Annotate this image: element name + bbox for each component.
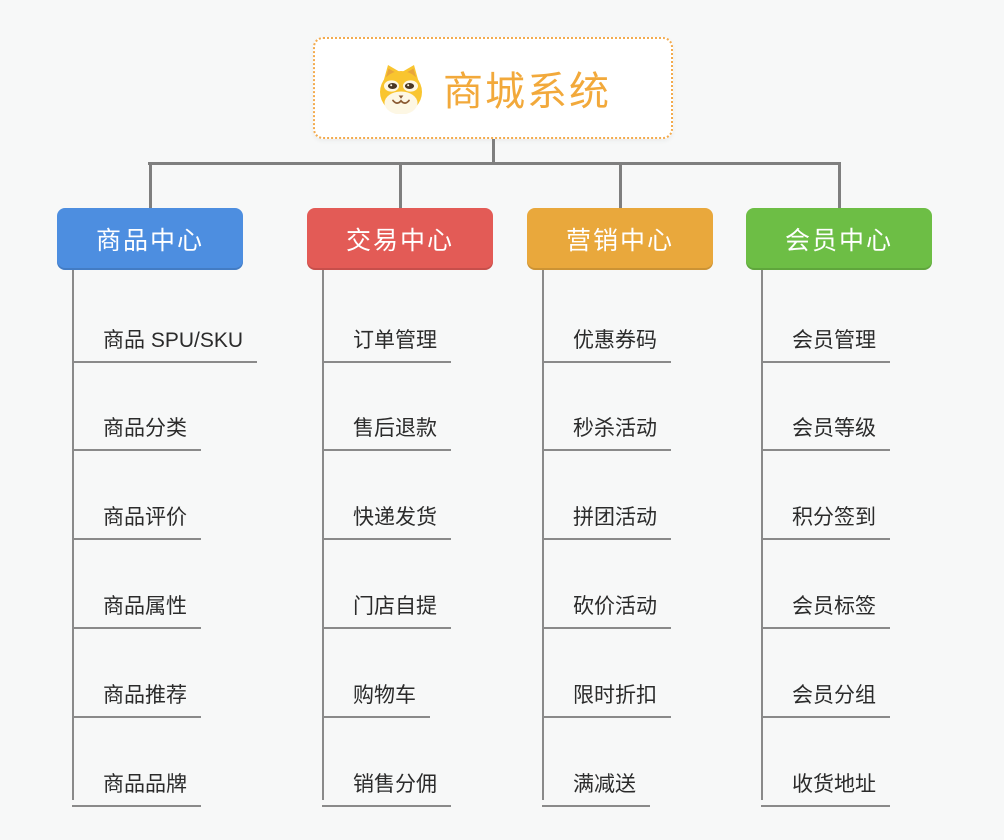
doge-icon: [380, 65, 422, 114]
subtopic[interactable]: 会员分组: [761, 671, 890, 718]
branch-topic-3[interactable]: 会员中心: [746, 208, 932, 270]
subtopic-label: 积分签到: [792, 506, 876, 529]
subtopic[interactable]: 会员等级: [761, 404, 890, 451]
branch-topic-0[interactable]: 商品中心: [57, 208, 243, 270]
subtopic-label: 限时折扣: [573, 684, 657, 707]
subtopic[interactable]: 商品推荐: [72, 671, 201, 718]
subtopic[interactable]: 拼团活动: [542, 493, 671, 540]
subtopic[interactable]: 购物车: [322, 671, 430, 718]
subtopic[interactable]: 快递发货: [322, 493, 451, 540]
branch-topic-2[interactable]: 营销中心: [527, 208, 713, 270]
subtopic[interactable]: 会员标签: [761, 582, 890, 629]
connector-line: [618, 162, 622, 208]
root-topic[interactable]: 商城系统: [313, 37, 673, 139]
subtopic-label: 售后退款: [353, 417, 437, 440]
subtopic[interactable]: 商品分类: [72, 404, 201, 451]
subtopic[interactable]: 优惠券码: [542, 316, 671, 363]
connector-line: [492, 139, 495, 165]
subtopic[interactable]: 满减送: [542, 760, 650, 807]
subtopic[interactable]: 订单管理: [322, 316, 451, 363]
subtopic[interactable]: 商品 SPU/SKU: [72, 316, 258, 363]
subtopic[interactable]: 砍价活动: [542, 582, 671, 629]
subtopic-label: 会员管理: [792, 329, 876, 352]
branch-label: 商品中心: [95, 227, 204, 255]
subtopic-label: 会员标签: [792, 595, 876, 618]
subtopic-label: 拼团活动: [573, 506, 657, 529]
subtopic-label: 商品推荐: [103, 684, 187, 707]
branch-label: 会员中心: [784, 227, 893, 255]
subtopic[interactable]: 售后退款: [322, 404, 451, 451]
subtopic[interactable]: 会员管理: [761, 316, 890, 363]
connector-line: [148, 162, 152, 208]
branch-label: 营销中心: [565, 227, 674, 255]
subtopic[interactable]: 门店自提: [322, 582, 451, 629]
subtopic-label: 订单管理: [353, 329, 437, 352]
subtopic[interactable]: 限时折扣: [542, 671, 671, 718]
subtopic[interactable]: 商品品牌: [72, 760, 201, 807]
subtopic-label: 商品属性: [103, 595, 187, 618]
subtopic-label: 会员等级: [792, 417, 876, 440]
subtopic-label: 秒杀活动: [573, 417, 657, 440]
subtopic-label: 商品评价: [103, 506, 187, 529]
connector-line: [837, 162, 841, 208]
subtopic[interactable]: 商品评价: [72, 493, 201, 540]
subtopic[interactable]: 商品属性: [72, 582, 201, 629]
subtopic-label: 销售分佣: [353, 773, 437, 796]
branch-label: 交易中心: [345, 227, 454, 255]
branch-spine-line: [761, 270, 763, 800]
connector-line: [398, 162, 402, 208]
subtopic-label: 购物车: [353, 684, 416, 707]
subtopic[interactable]: 销售分佣: [322, 760, 451, 807]
subtopic-label: 收货地址: [792, 773, 876, 796]
subtopic-label: 优惠券码: [573, 329, 657, 352]
branch-spine-line: [72, 270, 74, 800]
subtopic[interactable]: 积分签到: [761, 493, 890, 540]
branch-topic-1[interactable]: 交易中心: [307, 208, 493, 270]
subtopic-label: 商品品牌: [103, 773, 187, 796]
subtopic-label: 商品 SPU/SKU: [103, 329, 244, 352]
subtopic-label: 砍价活动: [573, 595, 657, 618]
branch-spine-line: [322, 270, 324, 800]
subtopic[interactable]: 秒杀活动: [542, 404, 671, 451]
subtopic-label: 门店自提: [353, 595, 437, 618]
subtopic[interactable]: 收货地址: [761, 760, 890, 807]
subtopic-label: 满减送: [573, 773, 636, 796]
subtopic-label: 会员分组: [792, 684, 876, 707]
branch-spine-line: [542, 270, 544, 800]
subtopic-label: 商品分类: [103, 417, 187, 440]
connector-line: [148, 162, 841, 165]
root-title: 商城系统: [443, 70, 611, 114]
subtopic-label: 快递发货: [353, 506, 437, 529]
